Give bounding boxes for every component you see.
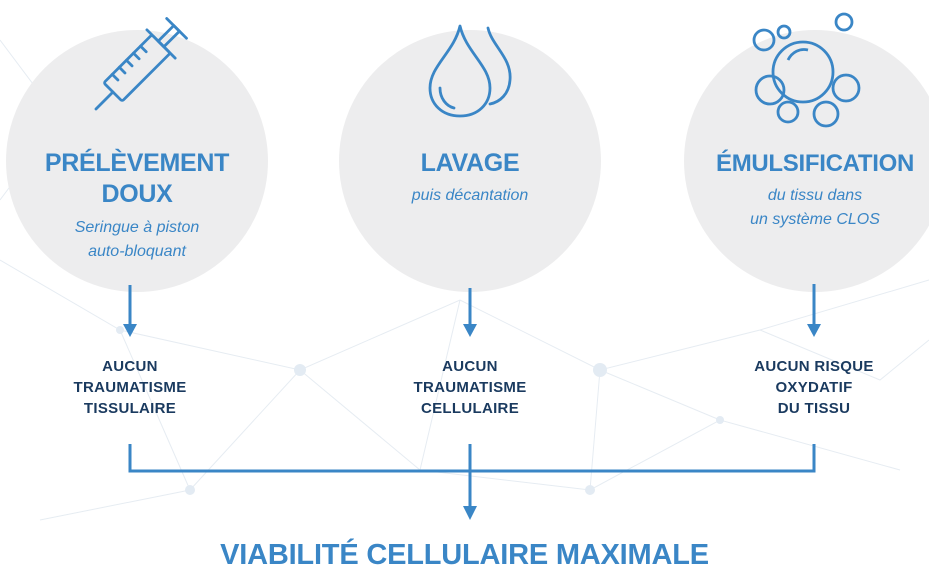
step-1-subtitle: Seringue à piston auto-bloquant bbox=[74, 219, 200, 260]
step-2-effect: AUCUN TRAUMATISME CELLULAIRE bbox=[413, 358, 527, 417]
step-3-title: ÉMULSIFICATION bbox=[715, 150, 914, 177]
bubbles-icon bbox=[752, 12, 861, 128]
step-2-circle bbox=[339, 30, 601, 292]
step-2-subtitle: puis décantation bbox=[411, 187, 529, 204]
result-arrowhead bbox=[463, 506, 477, 520]
step-3-arrowhead bbox=[807, 324, 821, 337]
step-3-effect: AUCUN RISQUE OXYDATIF DU TISSU bbox=[754, 358, 874, 417]
step-1-effect: AUCUN TRAUMATISME TISSULAIRE bbox=[73, 358, 187, 417]
step-2-title: LAVAGE bbox=[420, 149, 520, 177]
result-title: VIABILITÉ CELLULAIRE MAXIMALE bbox=[220, 539, 709, 571]
step-3-circle bbox=[684, 30, 929, 292]
step-2-arrowhead bbox=[463, 324, 477, 337]
step-1-title: PRÉLÈVEMENT DOUX bbox=[44, 149, 230, 208]
bracket-line bbox=[128, 444, 816, 473]
step-3-subtitle: du tissu dans un système CLOS bbox=[750, 187, 880, 228]
droplets-icon bbox=[428, 24, 512, 118]
step-1-arrowhead bbox=[123, 324, 137, 337]
step-1-circle bbox=[6, 30, 268, 292]
syringe-icon bbox=[94, 17, 188, 111]
